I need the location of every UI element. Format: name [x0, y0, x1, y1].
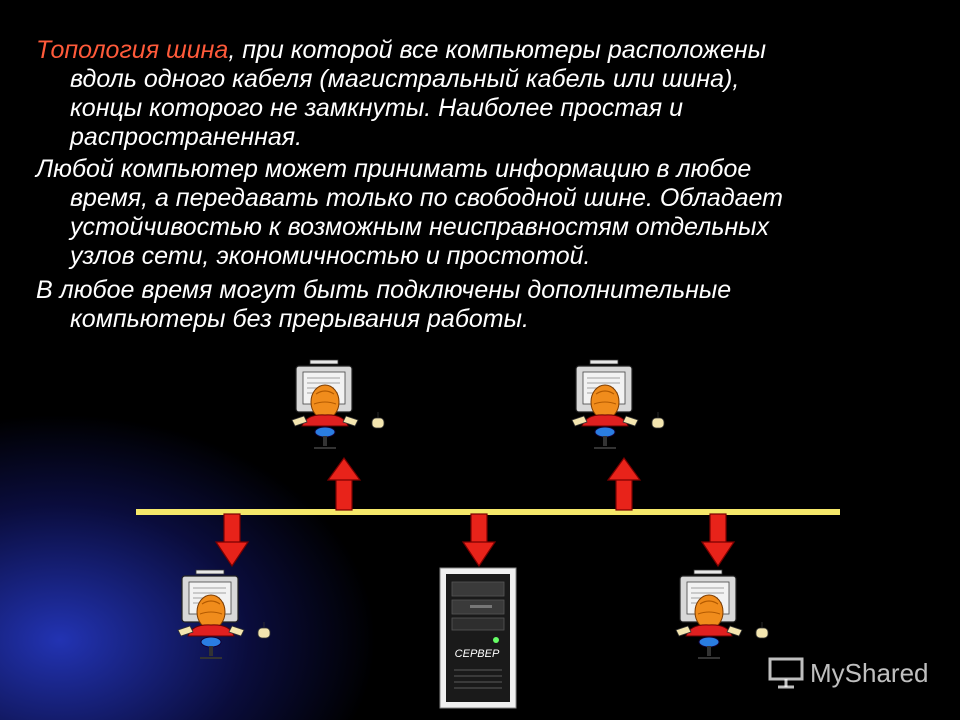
- text-line: устойчивостью к возможным неисправностям…: [70, 213, 770, 241]
- server-label: СЕРВЕР: [454, 648, 500, 660]
- paragraph-bus-expansion: В любое время могут быть подключены допо…: [36, 276, 916, 334]
- highlight-term: Топология шина: [36, 36, 229, 64]
- text-line: узлов сети, экономичностью и простотой.: [70, 242, 591, 270]
- paragraph-bus-properties: Любой компьютер может принимать информац…: [36, 155, 916, 271]
- arrow-down: [461, 513, 497, 568]
- arrow-down: [700, 513, 736, 568]
- text-line: Любой компьютер может принимать информац…: [36, 155, 752, 183]
- user-at-computer-icon: [291, 359, 385, 449]
- text-line: , при которой все компьютеры расположены: [228, 36, 767, 64]
- arrow-down: [214, 513, 250, 568]
- arrow-up: [326, 456, 362, 511]
- text-line: В любое время могут быть подключены допо…: [36, 276, 732, 304]
- watermark-text: MyShared: [810, 657, 929, 688]
- user-at-computer-icon: [675, 569, 769, 659]
- text-line: время, а передавать только по свободной …: [70, 184, 783, 212]
- arrow-up: [606, 456, 642, 511]
- text-line: компьютеры без прерывания работы.: [70, 305, 529, 333]
- watermark: MyShared: [768, 656, 929, 690]
- text-line: распространенная.: [70, 123, 303, 151]
- user-at-computer-icon: [571, 359, 665, 449]
- user-at-computer-icon: [177, 569, 271, 659]
- text-line: вдоль одного кабеля (магистральный кабел…: [70, 65, 740, 93]
- projector-screen-icon: [768, 657, 804, 689]
- bus-cable: [136, 509, 840, 515]
- text-line: концы которого не замкнуты. Наиболее про…: [70, 94, 683, 122]
- paragraph-bus-definition: Топология шина, при которой все компьюте…: [36, 36, 916, 152]
- server-tower-icon: [439, 567, 517, 709]
